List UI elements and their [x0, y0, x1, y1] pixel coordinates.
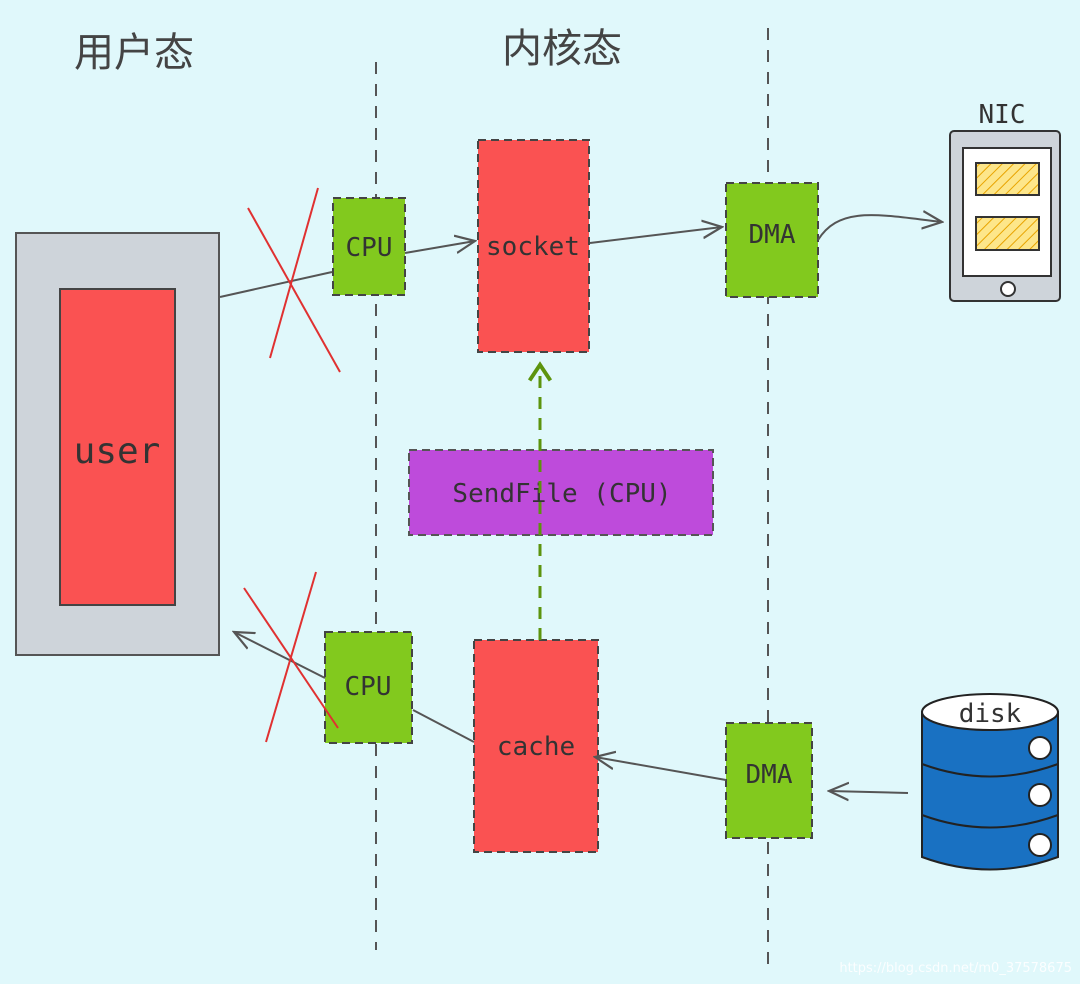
socket-node: socket [477, 139, 590, 353]
user-buffer: user [15, 232, 220, 656]
disk-device: disk [921, 693, 1059, 871]
sendfile-box [408, 449, 714, 536]
disk-led-middle [1028, 783, 1052, 807]
dma-bottom-node: DMA [725, 722, 813, 839]
disk-top-cap [921, 693, 1059, 731]
dma-top-node: DMA [725, 182, 819, 298]
arrow-cpu-to-user [234, 632, 326, 679]
cpu-bottom-node: CPU [324, 631, 413, 744]
socket-label: socket [486, 232, 580, 262]
cross-bottom [243, 571, 339, 743]
cache-node: cache [473, 639, 599, 853]
user-space-title: 用户态 [74, 30, 194, 76]
arrow-socket-to-dma [589, 227, 722, 244]
sendfile-label: SendFile (CPU) [452, 479, 671, 509]
nic-slot-bottom [975, 216, 1040, 251]
cpu-top-node: CPU [332, 197, 406, 296]
disk-led-bottom [1028, 833, 1052, 857]
disk-cylinder-bottom [921, 814, 1059, 871]
dma-bottom-label: DMA [746, 760, 793, 790]
cross-top [247, 187, 341, 373]
kernel-space-title: 内核态 [502, 26, 622, 72]
disk-cylinder-middle [921, 763, 1059, 829]
arrow-dma-to-nic [817, 215, 942, 241]
disk-label: disk [959, 699, 1022, 729]
socket-box [477, 139, 590, 353]
arrow-user-to-cpu [219, 271, 333, 298]
arrow-dma-to-cache [595, 757, 727, 781]
cache-box [473, 639, 599, 853]
disk-led-top [1028, 736, 1052, 760]
arrow-disk-to-dma [829, 791, 909, 793]
cpu-bottom-box [324, 631, 413, 744]
dma-top-label: DMA [749, 220, 796, 250]
cpu-top-box [332, 197, 406, 296]
user-label: user [74, 431, 161, 472]
sendfile-node: SendFile (CPU) [408, 449, 714, 536]
arrow-cache-to-cpu [412, 709, 475, 743]
nic-slot-top [975, 162, 1040, 196]
watermark: https://blog.csdn.net/m0_37578675 [839, 961, 1072, 976]
dma-top-box [725, 182, 819, 298]
arrow-cpu-to-socket [404, 241, 475, 254]
dma-bottom-box [725, 722, 813, 839]
cpu-bottom-label: CPU [345, 672, 392, 702]
nic-button [1000, 281, 1016, 297]
nic-device: NIC [949, 100, 1061, 302]
user-box [59, 288, 176, 606]
cache-label: cache [497, 732, 575, 762]
nic-label: NIC [979, 100, 1026, 130]
cpu-top-label: CPU [346, 233, 393, 263]
